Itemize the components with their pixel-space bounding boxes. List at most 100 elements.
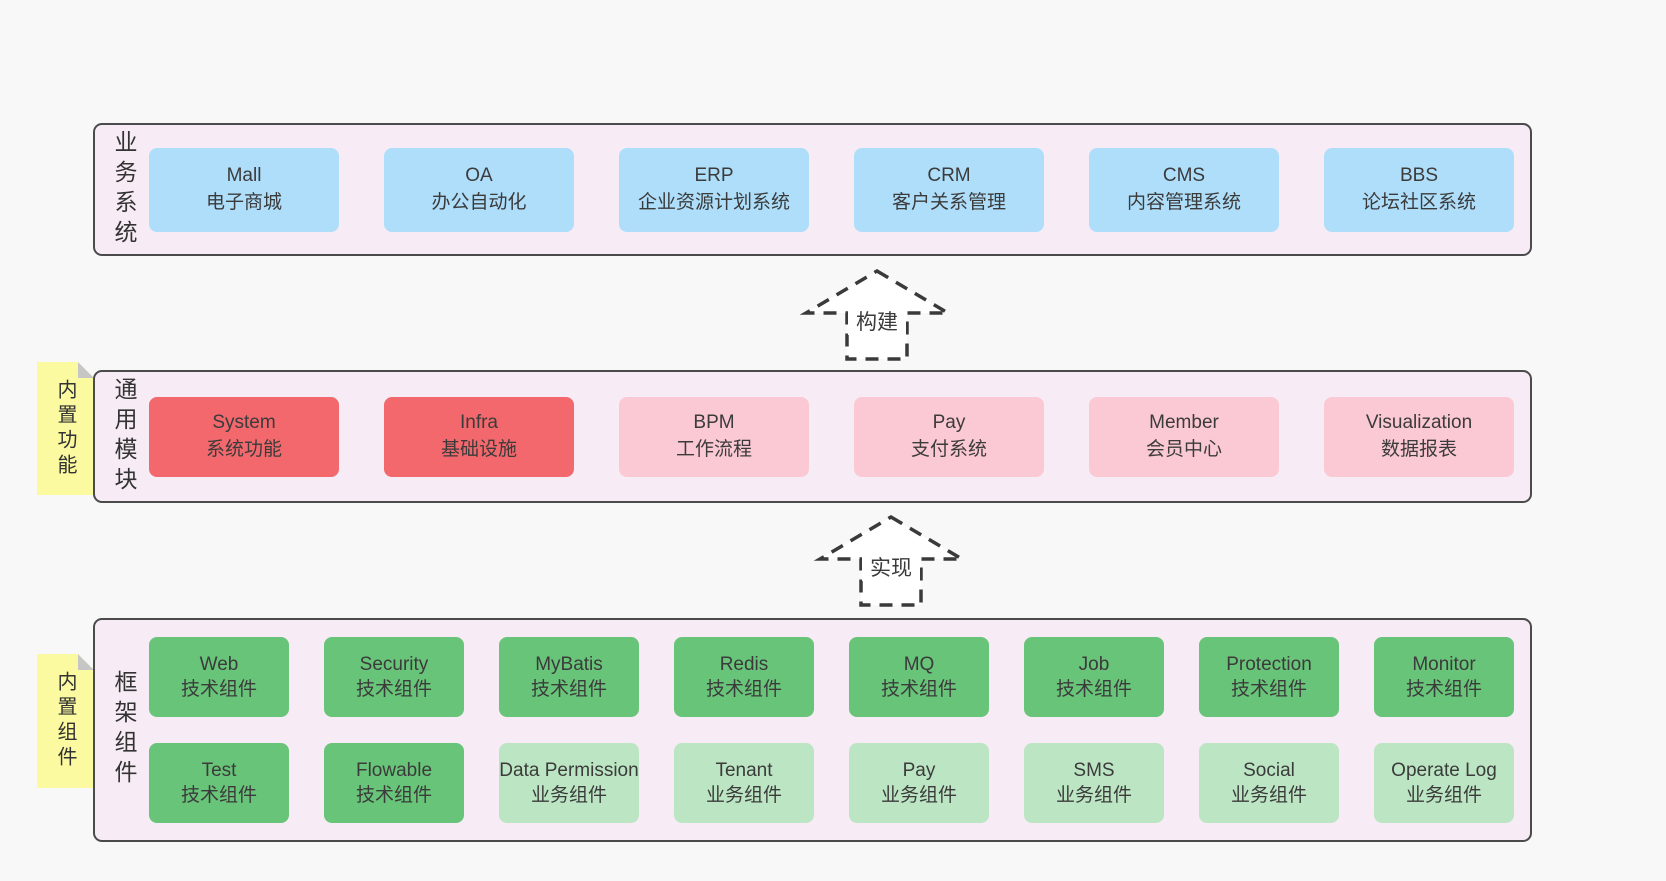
box-subtitle: 业务组件 <box>880 785 957 806</box>
box-title: CMS <box>1162 164 1206 186</box>
box-oa: OA 办公自动化 <box>384 147 574 232</box>
dashed-up-arrow-implement: 实现 <box>813 514 969 607</box>
band-label-framework-components: 框架组件 <box>111 670 137 790</box>
box-subtitle: 技术组件 <box>355 785 432 806</box>
box-title: Social <box>1243 759 1295 781</box>
components-row-1: Web 技术组件 Security 技术组件 MyBatis 技术组件 Redi… <box>149 637 1514 717</box>
box-subtitle: 技术组件 <box>1230 679 1307 700</box>
band-content: Web 技术组件 Security 技术组件 MyBatis 技术组件 Redi… <box>139 637 1530 823</box>
box-erp: ERP 企业资源计划系统 <box>619 147 809 232</box>
box-flowable: Flowable 技术组件 <box>324 743 464 823</box>
box-title: System <box>212 411 276 433</box>
sticky-note-builtin-features: 内置功能 <box>37 362 94 495</box>
box-subtitle: 办公自动化 <box>431 191 527 213</box>
box-title: OA <box>465 164 493 186</box>
box-subtitle: 技术组件 <box>880 679 957 700</box>
box-title: Protection <box>1226 653 1312 675</box>
box-redis: Redis 技术组件 <box>674 637 814 717</box>
components-row-2: Test 技术组件 Flowable 技术组件 Data Permission … <box>149 743 1514 823</box>
box-subtitle: 技术组件 <box>705 679 782 700</box>
box-title: Visualization <box>1365 411 1473 433</box>
box-title: CRM <box>927 164 971 186</box>
band-business-systems: 业务系统 Mall 电子商城 OA 办公自动化 ERP 企业资源计划系统 CRM… <box>93 123 1532 256</box>
box-subtitle: 业务组件 <box>530 785 607 806</box>
box-subtitle: 支付系统 <box>910 438 987 460</box>
box-title: Data Permission <box>499 759 639 781</box>
box-title: Web <box>199 653 239 675</box>
dashed-up-arrow-build: 构建 <box>799 268 955 361</box>
box-subtitle: 技术组件 <box>355 679 432 700</box>
arrow-label-bg <box>848 308 906 335</box>
box-member: Member 会员中心 <box>1089 396 1279 477</box>
arrow-label-bg <box>862 554 920 581</box>
sticky-note-label: 内置组件 <box>54 671 76 771</box>
box-mall: Mall 电子商城 <box>149 147 339 232</box>
box-title: Infra <box>459 411 499 433</box>
box-subtitle: 业务组件 <box>1405 785 1482 806</box>
arrow-label: 实现 <box>870 557 912 580</box>
box-subtitle: 工作流程 <box>675 438 752 460</box>
box-subtitle: 业务组件 <box>705 785 782 806</box>
box-title: Pay <box>902 759 936 781</box>
box-pay-module: Pay 支付系统 <box>854 396 1044 477</box>
box-subtitle: 技术组件 <box>1405 679 1482 700</box>
box-job: Job 技术组件 <box>1024 637 1164 717</box>
box-subtitle: 会员中心 <box>1145 438 1222 460</box>
box-title: Operate Log <box>1391 759 1497 781</box>
box-cms: CMS 内容管理系统 <box>1089 147 1279 232</box>
band-content: Mall 电子商城 OA 办公自动化 ERP 企业资源计划系统 CRM 客户关系… <box>139 147 1530 232</box>
box-title: Redis <box>719 653 769 675</box>
box-subtitle: 业务组件 <box>1230 785 1307 806</box>
box-subtitle: 系统功能 <box>205 438 282 460</box>
box-subtitle: 技术组件 <box>180 785 257 806</box>
box-test: Test 技术组件 <box>149 743 289 823</box>
box-operate-log: Operate Log 业务组件 <box>1374 743 1514 823</box>
sticky-note-label: 内置功能 <box>54 378 76 479</box>
box-visualization: Visualization 数据报表 <box>1324 396 1514 477</box>
box-protection: Protection 技术组件 <box>1199 637 1339 717</box>
box-security: Security 技术组件 <box>324 637 464 717</box>
box-title: Pay <box>932 411 966 433</box>
box-data-permission: Data Permission 业务组件 <box>499 743 639 823</box>
box-title: Job <box>1078 653 1110 675</box>
box-subtitle: 论坛社区系统 <box>1361 191 1476 213</box>
box-infra: Infra 基础设施 <box>384 396 574 477</box>
box-subtitle: 客户关系管理 <box>891 191 1006 213</box>
box-title: Tenant <box>715 759 773 781</box>
box-subtitle: 技术组件 <box>180 679 257 700</box>
box-title: Security <box>359 653 429 675</box>
box-bbs: BBS 论坛社区系统 <box>1324 147 1514 232</box>
box-title: Mall <box>226 164 262 186</box>
box-title: SMS <box>1073 759 1115 781</box>
box-title: Flowable <box>355 759 433 781</box>
box-mq: MQ 技术组件 <box>849 637 989 717</box>
box-monitor: Monitor 技术组件 <box>1374 637 1514 717</box>
box-social: Social 业务组件 <box>1199 743 1339 823</box>
box-title: BBS <box>1399 164 1439 186</box>
box-sms: SMS 业务组件 <box>1024 743 1164 823</box>
box-web: Web 技术组件 <box>149 637 289 717</box>
arrow-label: 构建 <box>856 311 898 334</box>
box-title: BPM <box>693 411 735 433</box>
box-title: MyBatis <box>535 653 603 675</box>
box-tenant: Tenant 业务组件 <box>674 743 814 823</box>
box-subtitle: 技术组件 <box>530 679 607 700</box>
box-mybatis: MyBatis 技术组件 <box>499 637 639 717</box>
box-subtitle: 内容管理系统 <box>1126 191 1241 213</box>
box-title: Member <box>1149 411 1219 433</box>
box-title: ERP <box>694 164 734 186</box>
box-subtitle: 业务组件 <box>1055 785 1132 806</box>
band-content: System 系统功能 Infra 基础设施 BPM 工作流程 Pay 支付系统… <box>139 396 1530 477</box>
box-subtitle: 数据报表 <box>1380 438 1457 460</box>
band-label-common-modules: 通用模块 <box>111 376 137 497</box>
box-title: Test <box>201 759 237 781</box>
band-framework-components: 框架组件 Web 技术组件 Security 技术组件 MyBatis 技术组件… <box>93 618 1532 842</box>
band-common-modules: 通用模块 System 系统功能 Infra 基础设施 BPM 工作流程 Pay… <box>93 370 1532 503</box>
box-subtitle: 技术组件 <box>1055 679 1132 700</box>
box-subtitle: 电子商城 <box>205 191 282 213</box>
box-subtitle: 企业资源计划系统 <box>637 191 790 213</box>
box-title: Monitor <box>1412 653 1476 675</box>
box-system: System 系统功能 <box>149 396 339 477</box>
box-crm: CRM 客户关系管理 <box>854 147 1044 232</box>
